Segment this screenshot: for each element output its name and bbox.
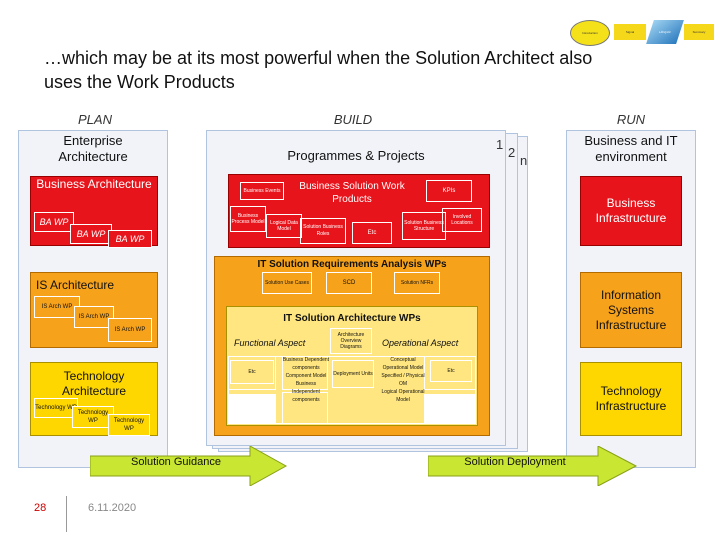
business-solution-wp-title: Business Solution Work Products xyxy=(299,181,405,205)
business-solution-wp-panel xyxy=(228,174,490,248)
grid-cell-mid-bottom xyxy=(282,392,328,424)
footer-divider xyxy=(66,496,67,532)
wp-deployment-units[interactable]: Deployment Units xyxy=(332,360,374,388)
wp-kpis[interactable]: KPIs xyxy=(426,180,472,202)
slide-title-line-2: uses the Work Products xyxy=(44,72,235,92)
stack-label-1: 1 xyxy=(496,137,504,152)
wp-logical-data-model[interactable]: Logical Data Model xyxy=(266,214,302,238)
wp-solution-business-structure[interactable]: Solution Business Structure xyxy=(402,212,446,240)
stack-label-n: n xyxy=(520,153,528,168)
operational-aspect-label: Operational Aspect xyxy=(382,338,459,348)
page-number: 28 xyxy=(34,502,47,514)
nav-item-summary[interactable]: Summary xyxy=(684,24,714,40)
ba-wp-box-1[interactable]: BA WP xyxy=(34,212,74,232)
solution-guidance-arrow xyxy=(90,446,288,486)
slide-title-line-1: …which may be at its most powerful when … xyxy=(44,48,593,68)
nav-item-signal[interactable]: Signal xyxy=(614,24,646,40)
grid-cell-bottom-left xyxy=(228,394,276,424)
run-environment-title: Business and IT environment xyxy=(584,133,678,164)
column-label-plan: PLAN xyxy=(78,112,112,127)
technology-architecture-title: Technology Architecture xyxy=(61,369,127,398)
wp-scd[interactable]: SCD xyxy=(326,272,372,294)
logical-operational-model: Logical Operational Model xyxy=(381,389,425,403)
solution-guidance-label: Solution Guidance xyxy=(131,456,221,468)
wp-solution-business-roles[interactable]: Solution Business Roles xyxy=(300,218,346,244)
ba-wp-box-3[interactable]: BA WP xyxy=(108,230,152,248)
column-label-build: BUILD xyxy=(333,112,373,127)
business-infrastructure-box[interactable]: Business Infrastructure xyxy=(580,176,682,246)
technology-wp-box-2[interactable]: Technology WP xyxy=(72,406,114,428)
information-systems-infrastructure-box[interactable]: Information Systems Infrastructure xyxy=(580,272,682,348)
wp-solution-nfrs[interactable]: Solution NFRs xyxy=(394,272,440,294)
slide-date: 6.11.2020 xyxy=(88,502,137,514)
stack-label-2: 2 xyxy=(508,145,516,160)
business-architecture-title: Business Architecture xyxy=(36,177,152,191)
column-label-run: RUN xyxy=(616,112,646,127)
technology-wp-box-3[interactable]: Technology WP xyxy=(108,414,150,436)
is-arch-wp-box-1[interactable]: IS Arch WP xyxy=(34,296,80,318)
ba-wp-box-2[interactable]: BA WP xyxy=(70,224,112,244)
solution-deployment-label: Solution Deployment xyxy=(464,456,566,468)
grid-cell-right-bottom xyxy=(424,394,476,424)
wp-etc-operational[interactable]: Etc xyxy=(430,360,472,382)
business-dependent-components: Business Dependent components xyxy=(282,357,330,371)
functional-aspect-label: Functional Aspect xyxy=(234,338,306,348)
wp-involved-locations[interactable]: Involved Locations xyxy=(442,208,482,232)
conceptual-operational-model: Conceptual Operational Model xyxy=(382,357,424,371)
wp-business-events[interactable]: Business Events xyxy=(240,182,284,200)
component-model-label: Component Model xyxy=(285,373,327,379)
wp-etc-functional[interactable]: Etc xyxy=(230,360,274,384)
wp-solution-use-cases[interactable]: Solution Use Cases xyxy=(262,272,312,294)
programmes-projects-title: Programmes & Projects xyxy=(287,148,425,163)
operational-model-stack[interactable]: Conceptual Operational Model Specified /… xyxy=(378,356,428,404)
it-requirements-title: IT Solution Requirements Analysis WPs xyxy=(257,259,447,270)
grid-cell-mid-top xyxy=(282,356,328,390)
slide-title: …which may be at its most powerful when … xyxy=(44,46,684,94)
wp-etc[interactable]: Etc xyxy=(352,222,392,244)
grid-cell-right-top xyxy=(424,356,476,390)
nav-item-lifecycle[interactable]: Lifecycle xyxy=(646,20,684,44)
solution-deployment-arrow xyxy=(428,446,638,486)
is-arch-wp-box-2[interactable]: IS Arch WP xyxy=(74,306,114,328)
wp-architecture-overview-diagrams[interactable]: Architecture Overview Diagrams xyxy=(330,328,372,354)
business-independent-components: Business Independent components xyxy=(292,381,320,403)
enterprise-architecture-title: Enterprise Architecture xyxy=(58,133,128,164)
nav-item-introduction[interactable]: Introduction xyxy=(570,20,610,46)
specified-physical-om: Specified / Physical OM xyxy=(381,373,425,387)
wp-business-process-model[interactable]: Business Process Model xyxy=(230,206,266,232)
grid-cell-top-left xyxy=(228,356,276,390)
it-architecture-title: IT Solution Architecture WPs xyxy=(283,313,421,324)
is-arch-wp-box-3[interactable]: IS Arch WP xyxy=(108,318,152,342)
is-architecture-title: IS Architecture xyxy=(36,278,115,292)
component-model-stack[interactable]: Business Dependent components Component … xyxy=(282,356,330,404)
technology-infrastructure-box[interactable]: Technology Infrastructure xyxy=(580,362,682,436)
nav-bar: Introduction Signal Lifecycle Summary xyxy=(566,16,716,52)
